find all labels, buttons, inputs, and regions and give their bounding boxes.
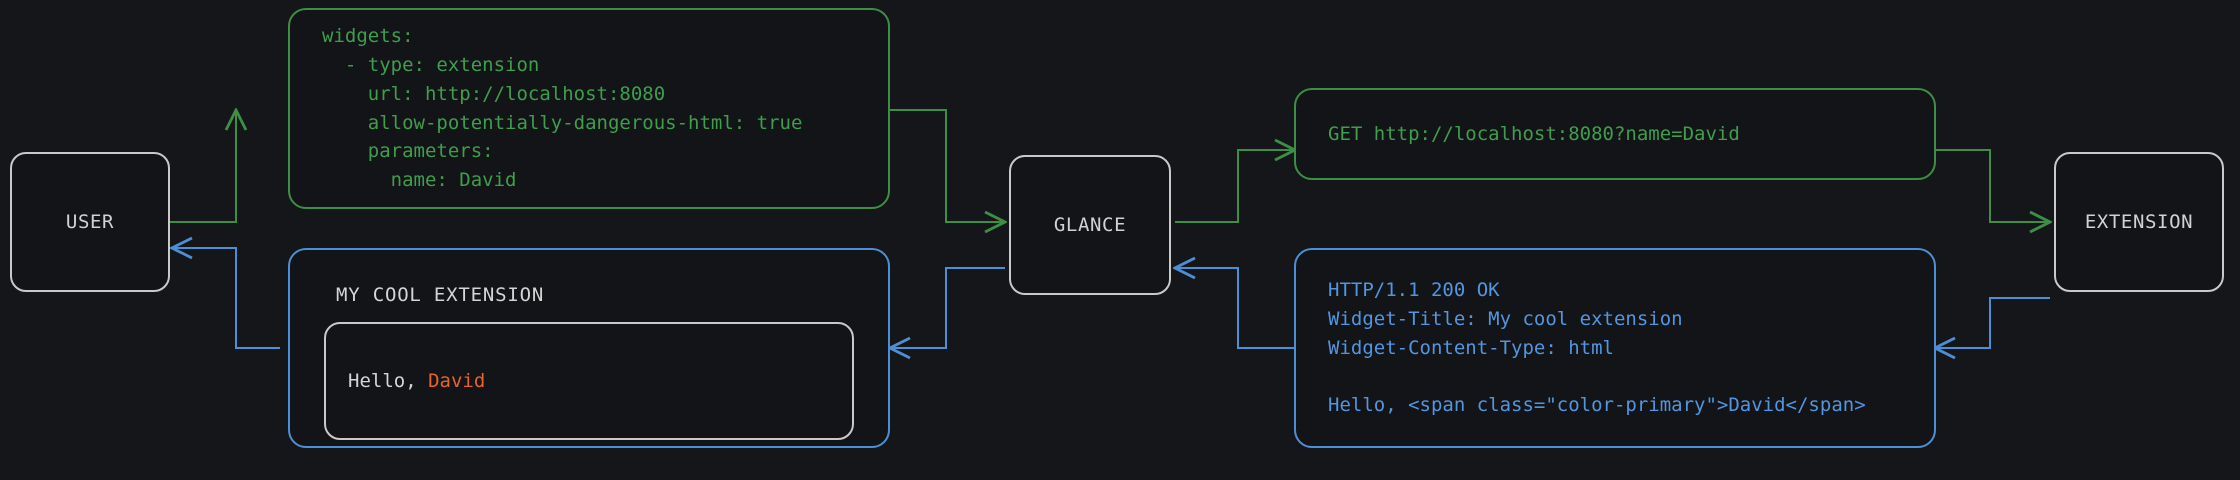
edge-request-to-extension [1935,149,2050,222]
http-request-box: GET http://localhost:8080?name=David [1294,88,1936,180]
edge-config-to-glance [890,109,1005,222]
edge-extension-to-response [1935,297,2050,348]
widget-preview-box: MY COOL EXTENSION Hello, David [288,248,890,448]
edge-widget-to-user [172,248,280,349]
node-user-label: USER [65,211,115,233]
widget-greeting-name: David [428,370,486,392]
http-response-code: HTTP/1.1 200 OK Widget-Title: My cool ex… [1328,278,1866,417]
widget-greeting-prefix: Hello, [348,370,429,392]
http-response-box: HTTP/1.1 200 OK Widget-Title: My cool ex… [1294,248,1936,448]
edge-glance-to-request [1175,150,1295,223]
node-user[interactable]: USER [10,152,170,292]
node-extension[interactable]: EXTENSION [2054,152,2224,292]
config-yaml-code: widgets: - type: extension url: http://l… [322,24,803,192]
config-yaml-box: widgets: - type: extension url: http://l… [288,8,890,209]
node-glance[interactable]: GLANCE [1009,155,1171,295]
edge-response-to-glance [1175,268,1295,349]
widget-preview-body: Hello, David [324,322,854,440]
edge-glance-to-widget [890,267,1005,348]
node-glance-label: GLANCE [1053,214,1127,236]
node-extension-label: EXTENSION [2084,211,2194,233]
widget-preview-title: MY COOL EXTENSION [336,284,545,306]
http-request-code: GET http://localhost:8080?name=David [1328,122,1740,145]
edge-user-to-config [170,110,236,223]
